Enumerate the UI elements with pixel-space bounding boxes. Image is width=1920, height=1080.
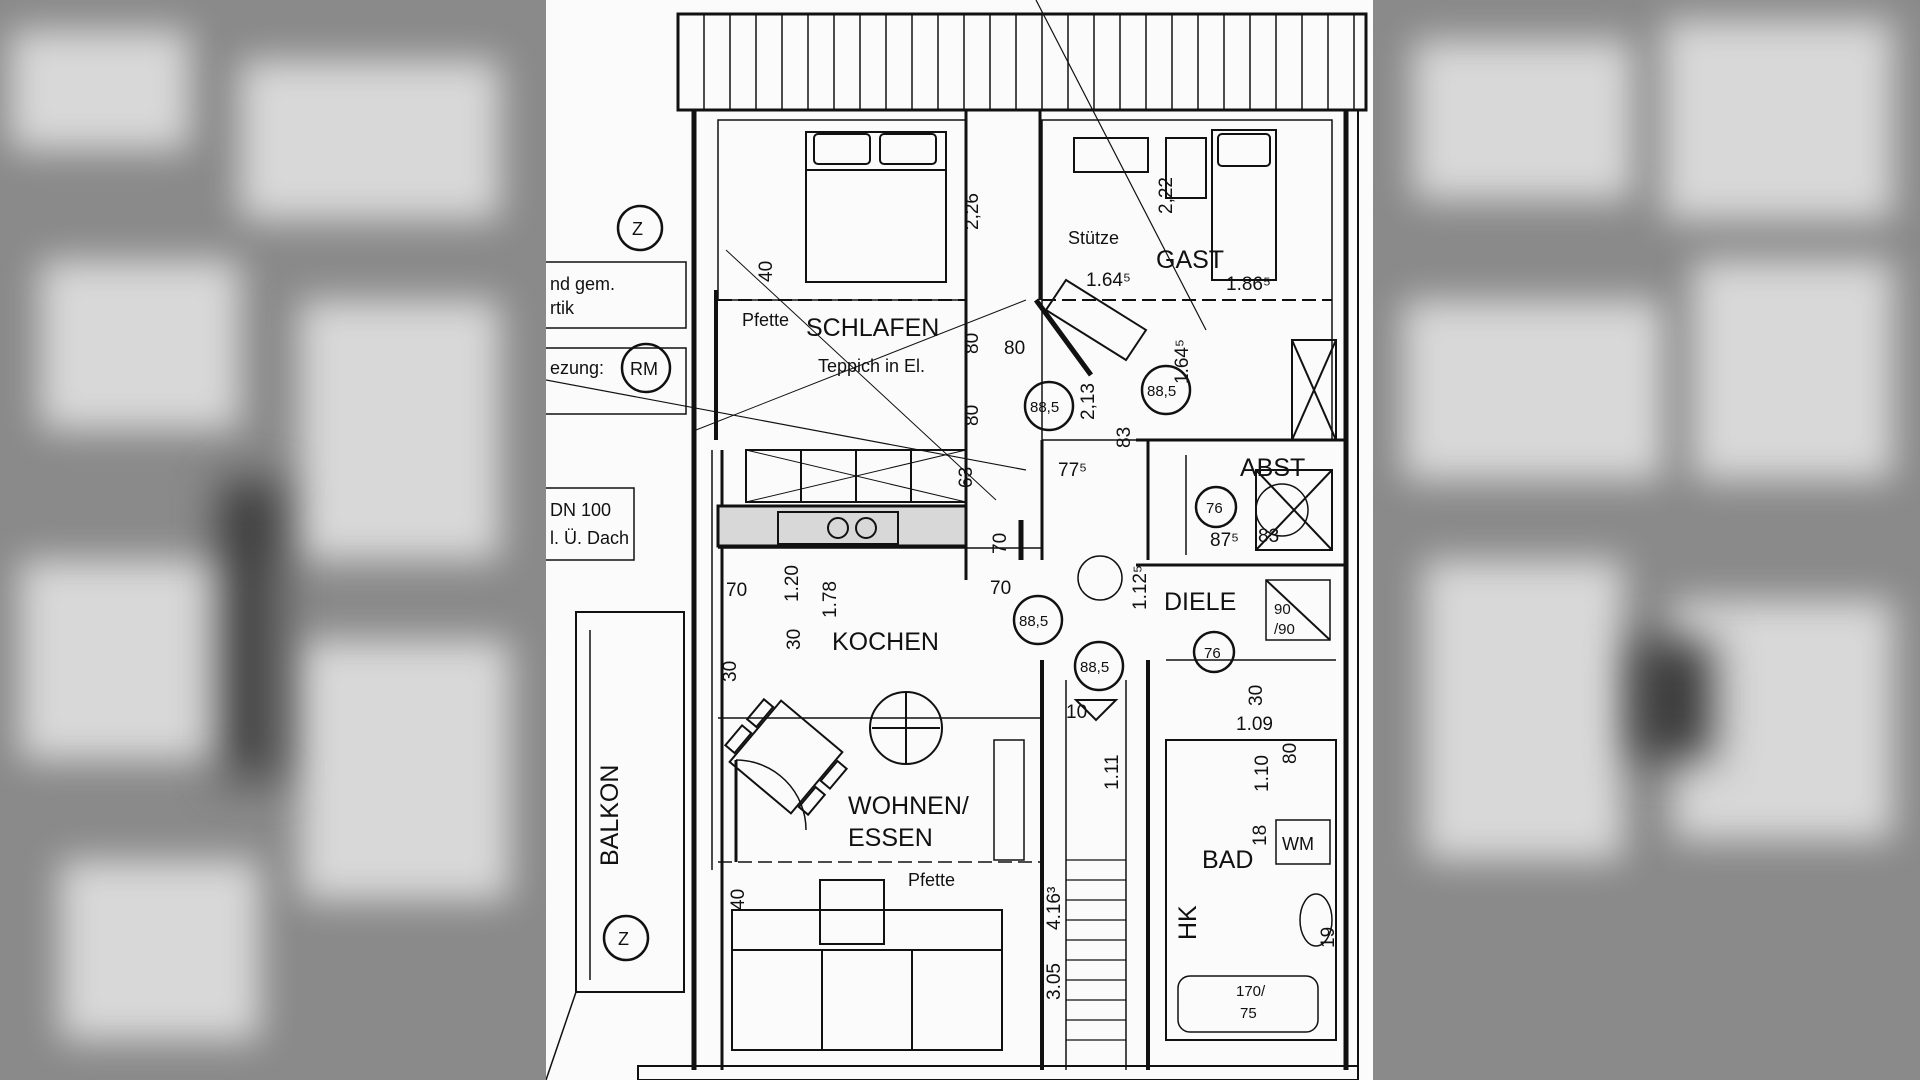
note-pfette-bottom: Pfette [908,870,955,890]
room-label-gast: GAST [1156,246,1224,274]
dim-70b: 70 [990,533,1011,554]
dim-70a: 70 [726,580,747,601]
stair-treads [1066,859,1126,1041]
dim-305: 3.05 [1044,963,1065,1000]
dim-10: 10 [1066,702,1087,723]
dim-18: 18 [1250,825,1271,846]
dim-110: 1.10 [1252,755,1273,792]
dim-1645a: 1.64⁵ [1086,270,1131,291]
dim-4163: 4.16³ [1044,887,1065,930]
note-wanne: 170/ [1236,983,1266,1000]
dim-1645b: 1.64⁵ [1172,339,1193,384]
dim-875: 87⁵ [1210,530,1239,551]
note-wand-gem: nd gem. [550,274,615,294]
dim-80b: 80 [962,405,983,426]
room-label-kochen: KOCHEN [832,628,939,656]
room-label-abst: ABST [1240,454,1305,482]
room-label-wohnen: WOHNEN/ [848,792,969,820]
note-dusche: 90 [1274,601,1291,618]
room-label-schlafen: SCHLAFEN [806,314,939,342]
dim-775: 77⁵ [1058,460,1087,481]
dim-19: 19 [1318,927,1339,948]
dim-111: 1.11 [1102,754,1123,790]
blurred-background-left [0,0,546,1080]
dim-1125: 1.12⁵ [1130,565,1151,610]
note-dach: l. Ü. Dach [550,528,629,548]
marker-door-1: 88,5 [1030,399,1059,416]
dim-70c: 70 [990,578,1011,599]
room-label-bad: BAD [1202,846,1253,874]
dim-30c: 30 [1246,685,1267,706]
marker-door-3: 88,5 [1019,613,1048,630]
dim-30b: 30 [720,661,741,682]
dim-120: 1.20 [782,565,803,602]
marker-door-5: 76 [1206,500,1223,517]
dim-178: 1.78 [820,581,841,618]
dim-40a: 40 [756,261,777,282]
note-wand-gem-2: rtik [550,298,575,318]
dim-63: 63 [956,467,977,488]
note-teppich: Teppich in El. [818,356,925,376]
marker-rm: RM [630,359,658,379]
marker-z-bottom: Z [618,929,629,949]
note-hk: HK [1174,905,1202,940]
dim-222: 2,22 [1156,177,1177,214]
room-label-diele: DIELE [1164,588,1236,616]
dim-1865: 1.86⁵ [1226,274,1271,295]
marker-z-top: Z [632,219,643,239]
marker-door-6: 76 [1204,645,1221,662]
dim-80a: 80 [962,333,983,354]
blurred-background-right [1373,0,1920,1080]
dim-80c: 80 [1004,338,1025,359]
dim-83a: 83 [1114,427,1135,448]
roof-overhang [676,12,1368,112]
dim-109: 1.09 [1236,714,1273,735]
note-dn: DN 100 [550,500,611,520]
note-heizung: ezung: [550,358,604,378]
dim-30a: 30 [784,629,805,650]
note-stuetze: Stütze [1068,228,1119,248]
note-dusche-2: /90 [1274,621,1295,638]
dim-226: 2,26 [962,193,983,230]
floor-plan: SCHLAFEN GAST KOCHEN WOHNEN/ ESSEN DIELE… [546,0,1373,1080]
dim-213: 2,13 [1078,383,1099,420]
roof-tiles [703,14,1355,110]
note-wm: WM [1282,834,1314,854]
dim-80d: 80 [1280,743,1301,764]
marker-door-2: 88,5 [1147,383,1176,400]
note-pfette-top: Pfette [742,310,789,330]
room-label-essen: ESSEN [848,824,933,852]
marker-door-4: 88,5 [1080,659,1109,676]
dim-83b: 83 [1258,526,1279,547]
dim-40b: 40 [728,889,749,910]
room-label-balkon: BALKON [596,765,624,866]
note-wanne-2: 75 [1240,1005,1257,1022]
floor-plan-drawing: SCHLAFEN GAST KOCHEN WOHNEN/ ESSEN DIELE… [546,0,1368,1080]
